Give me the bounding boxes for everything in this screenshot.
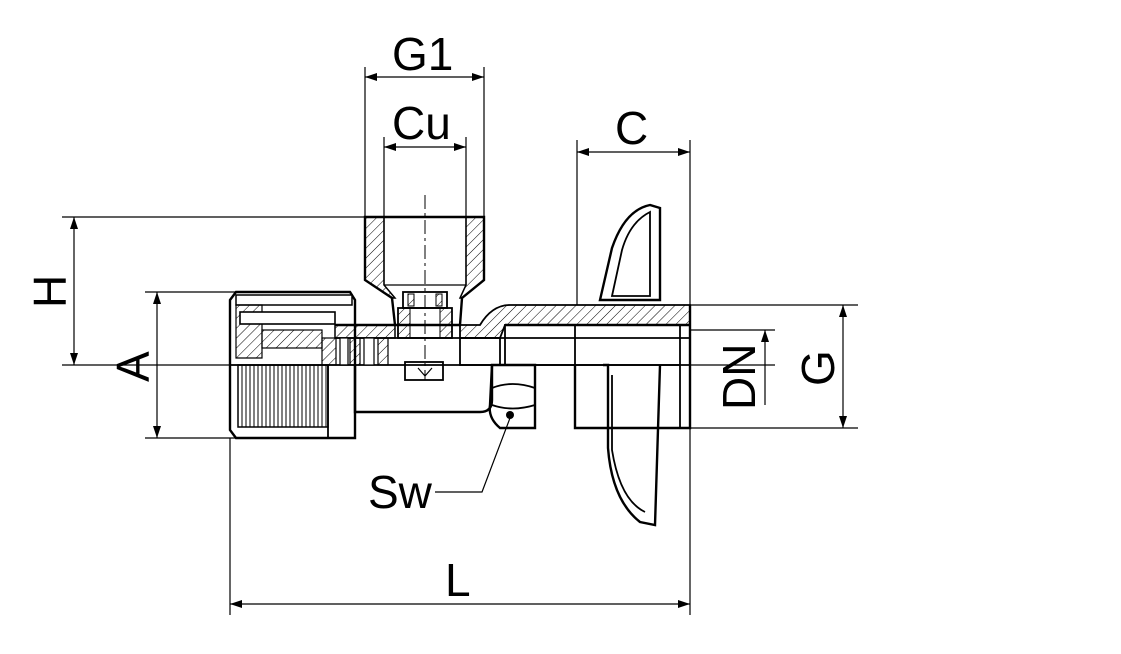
- label-g1: G1: [392, 28, 453, 80]
- dimension-lines: [62, 67, 858, 615]
- dimension-labels: G1 Cu C H A DN G Sw L: [24, 28, 844, 606]
- label-sw: Sw: [368, 466, 433, 518]
- main-body: [334, 304, 692, 430]
- top-socket: [363, 195, 486, 380]
- left-nut: [228, 290, 389, 440]
- label-l: L: [445, 554, 471, 606]
- label-c: C: [615, 102, 648, 154]
- label-h: H: [24, 275, 76, 308]
- label-dn: DN: [713, 344, 765, 410]
- label-a: A: [107, 351, 159, 382]
- valve-handle: [598, 203, 662, 527]
- label-g: G: [792, 350, 844, 386]
- valve-body: [228, 195, 692, 527]
- label-cu: Cu: [392, 97, 451, 149]
